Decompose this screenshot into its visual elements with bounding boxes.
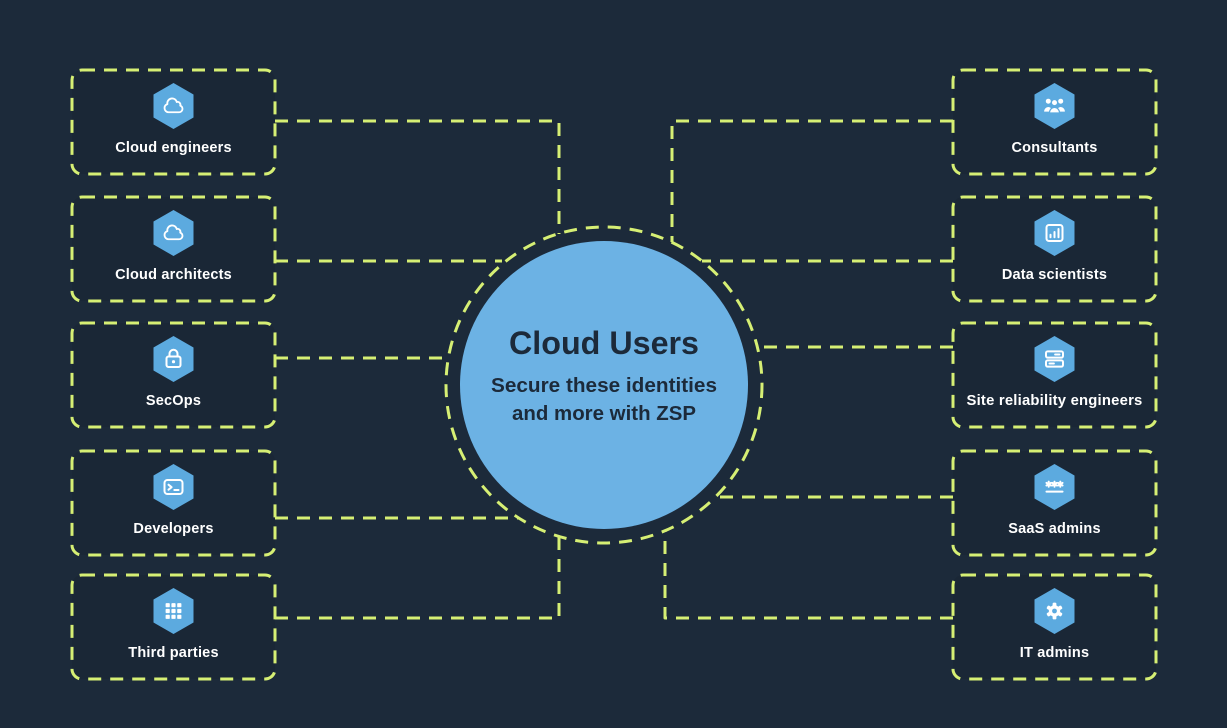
- center-dashed-ring: [444, 225, 764, 545]
- connector-it-admins: [663, 531, 953, 620]
- password-icon: [1045, 480, 1064, 493]
- node-label: Consultants: [1012, 140, 1098, 156]
- node-third-parties: Third parties: [70, 573, 277, 681]
- node-saas-admins: SaaS admins: [951, 449, 1158, 557]
- node-label: SecOps: [146, 393, 201, 409]
- connector-consultants: [670, 119, 953, 242]
- connector-cloud-engineers: [275, 119, 561, 234]
- node-cloud-architects: Cloud architects: [70, 195, 277, 303]
- hexagon-badge: [153, 210, 194, 256]
- node-developers: Developers: [70, 449, 277, 557]
- server-icon: [1045, 350, 1064, 368]
- node-label: Site reliability engineers: [967, 393, 1143, 409]
- node-secops: SecOps: [70, 321, 277, 429]
- hexagon-badge: [153, 336, 194, 382]
- cloud-icon: [163, 224, 184, 241]
- node-data-scientists: Data scientists: [951, 195, 1158, 303]
- bar-chart-icon: [1045, 224, 1064, 242]
- center-circle: [460, 241, 748, 529]
- node-cloud-engineers: Cloud engineers: [70, 68, 277, 176]
- connector-third-parties: [275, 537, 561, 620]
- node-label: Data scientists: [1002, 267, 1107, 283]
- hexagon-badge: [1034, 336, 1075, 382]
- hexagon-badge: [153, 83, 194, 129]
- center-title: Cloud Users: [509, 325, 699, 361]
- terminal-icon: [163, 479, 184, 495]
- gear-icon: [1046, 602, 1063, 620]
- node-it-admins: IT admins: [951, 573, 1158, 681]
- node-label: Cloud architects: [115, 267, 232, 283]
- center-hub: Cloud Users Secure these identities and …: [444, 225, 764, 545]
- node-label: Developers: [133, 521, 213, 537]
- lock-icon: [165, 348, 182, 368]
- node-label: Third parties: [128, 645, 218, 661]
- node-label: IT admins: [1020, 645, 1089, 661]
- people-icon: [1044, 98, 1065, 114]
- node-site-reliability-engineers: Site reliability engineers: [951, 321, 1158, 429]
- connector-lines: [275, 119, 953, 620]
- node-consultants: Consultants: [951, 68, 1158, 176]
- hexagon-badge: [153, 464, 194, 510]
- center-subtitle-line2: and more with ZSP: [512, 403, 696, 425]
- center-subtitle-line1: Secure these identities: [491, 375, 717, 397]
- grid-icon: [165, 603, 182, 619]
- node-label: Cloud engineers: [115, 140, 232, 156]
- node-label: SaaS admins: [1008, 521, 1100, 537]
- cloud-icon: [163, 97, 184, 114]
